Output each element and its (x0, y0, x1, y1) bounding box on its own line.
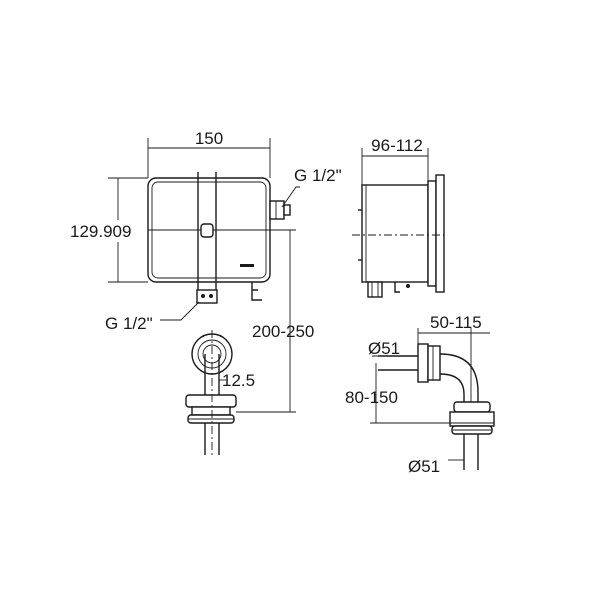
side-flange (427, 180, 437, 287)
front-height-label: 129.909 (70, 222, 131, 241)
pipe-diameter-label: 12.5 (222, 371, 255, 390)
side-trap-flange (417, 343, 429, 383)
brand-logo (240, 264, 254, 267)
bracket (251, 282, 262, 301)
side-view (352, 174, 445, 298)
side-bottom-connector (367, 281, 383, 298)
dimension-side-depth: 96-112 (361, 136, 429, 185)
side-body (361, 184, 429, 283)
flange-diameter-bottom-label: Ø51 (408, 457, 440, 476)
outlet-thread-label: G 1/2" (105, 314, 153, 333)
front-width-label: 150 (195, 129, 223, 148)
dimension-front-height: 129.909 (70, 177, 148, 283)
side-depth-label: 96-112 (371, 136, 423, 155)
side-trap-nut (453, 401, 491, 413)
dimension-front-width: 150 (147, 129, 271, 178)
dimension-bend-reach: 50-115 (417, 313, 490, 402)
sensor-window (200, 223, 214, 238)
trap-nut (185, 394, 237, 408)
dimension-trap-height: 200-250 (236, 229, 314, 413)
bend-reach-label: 50-115 (430, 313, 482, 332)
callout-flange-top: Ø51 (368, 339, 418, 358)
callout-outlet-thread: G 1/2" (105, 301, 200, 333)
bottom-outlet-connector (196, 289, 218, 304)
bend-drop-label: 80-150 (345, 388, 398, 407)
front-trap: 12.5 (185, 330, 255, 455)
dimension-bend-drop: 80-150 (345, 363, 494, 424)
flange-diameter-top-label: Ø51 (368, 339, 400, 358)
callout-flange-bottom: Ø51 (408, 457, 464, 476)
inlet-thread-label: G 1/2" (294, 166, 342, 185)
side-trap (378, 343, 495, 470)
side-inlet-nut (269, 200, 285, 220)
trap-height-label: 200-250 (252, 322, 314, 341)
front-view (147, 172, 291, 304)
callout-inlet-thread: G 1/2" (281, 166, 342, 208)
